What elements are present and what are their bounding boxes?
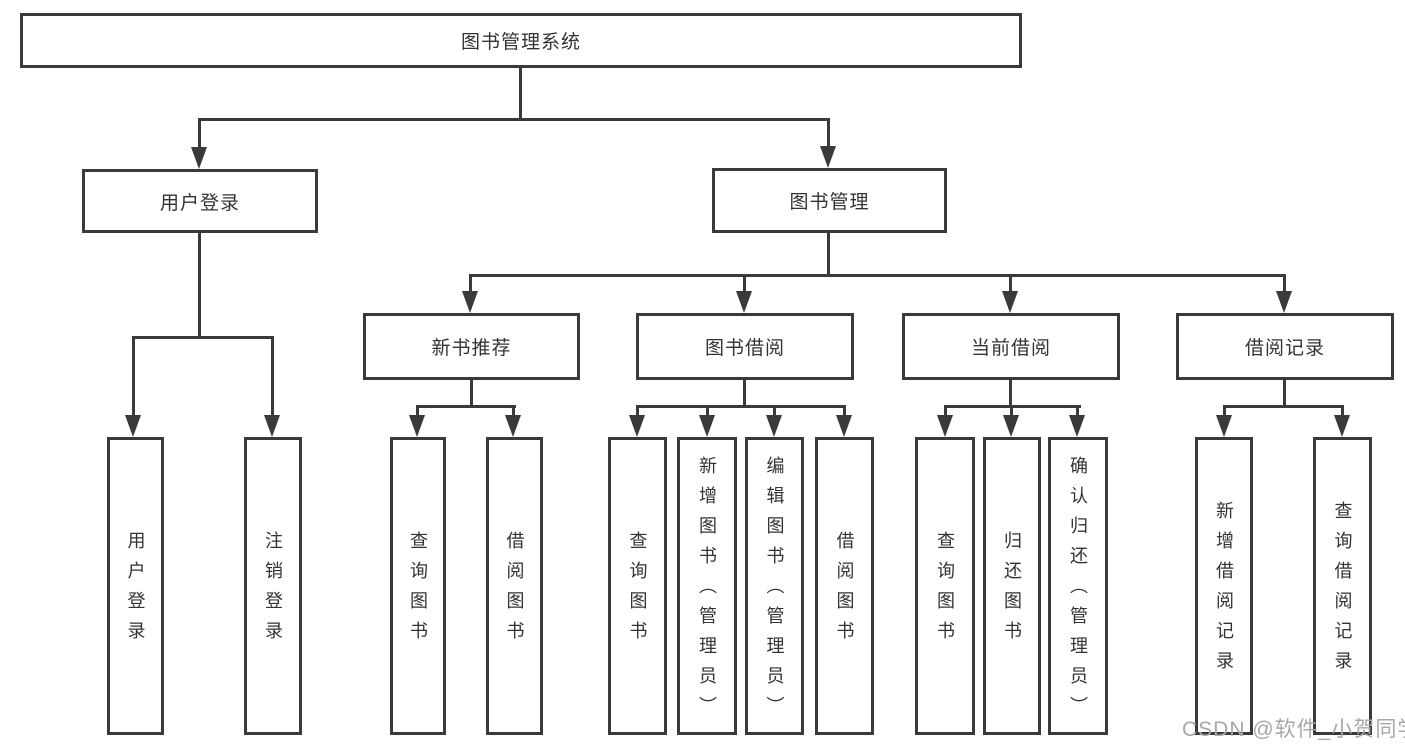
arrowhead-down-icon: [505, 415, 521, 437]
leaf-return-books: 归还图书: [983, 437, 1041, 735]
connector-bookmgmt-down: [827, 231, 830, 277]
connector-borrowrecord-hline: [1223, 405, 1344, 408]
connector-level1-hline: [199, 118, 830, 121]
connector-leaf-stem: [512, 405, 515, 417]
arrowhead-down-icon: [462, 291, 478, 313]
arrowhead-down-icon: [1002, 291, 1018, 313]
leaf-borrow-books: 借阅图书: [815, 437, 874, 735]
leaf-confirm-return-admin: 确认归还（管理员）: [1048, 437, 1108, 735]
node-current-borrow: 当前借阅: [902, 313, 1120, 380]
connector-ulogout-stem: [271, 336, 274, 417]
connector-ulogin-stem: [132, 336, 135, 417]
connector-leaf-stem: [944, 405, 947, 417]
arrowhead-down-icon: [1216, 415, 1232, 437]
node-new-book-recommend: 新书推荐: [363, 313, 580, 380]
leaf-add-books-admin: 新增图书（管理员）: [677, 437, 737, 735]
leaf-recommend-borrow-books: 借阅图书: [486, 437, 543, 735]
leaf-current-query-books: 查询图书: [915, 437, 975, 735]
arrowhead-down-icon: [264, 415, 280, 437]
arrowhead-down-icon: [1334, 415, 1350, 437]
connector-newbookrec-hline: [416, 405, 516, 408]
arrowhead-down-icon: [699, 415, 715, 437]
connector-leaf-stem: [706, 405, 709, 417]
leaf-user-login: 用户登录: [107, 437, 164, 735]
leaf-edit-books-admin: 编辑图书（管理员）: [745, 437, 804, 735]
connector-leaf-stem: [843, 405, 846, 417]
node-book-management: 图书管理: [712, 168, 947, 233]
connector-borrowrecord-down: [1283, 378, 1286, 407]
connector-newbookrec-down: [470, 378, 473, 407]
arrowhead-down-icon: [766, 415, 782, 437]
csdn-watermark: CSDN @软件_小贺同学: [1182, 718, 1405, 741]
arrowhead-down-icon: [1003, 415, 1019, 437]
arrowhead-down-icon: [820, 146, 836, 168]
connector-userlogin-hline: [133, 336, 274, 339]
connector-leaf-stem: [1341, 405, 1344, 417]
connector-bookborrow-stem: [743, 274, 746, 293]
arrowhead-down-icon: [736, 291, 752, 313]
arrowhead-down-icon: [836, 415, 852, 437]
leaf-borrow-query-books: 查询图书: [608, 437, 667, 735]
connector-leaf-stem: [773, 405, 776, 417]
connector-root-stem: [519, 66, 522, 120]
arrowhead-down-icon: [191, 147, 207, 169]
node-root: 图书管理系统: [20, 13, 1022, 68]
leaf-recommend-query-books: 查询图书: [390, 437, 446, 735]
connector-bookborrow-down: [743, 378, 746, 407]
node-book-borrow: 图书借阅: [636, 313, 854, 380]
arrowhead-down-icon: [937, 415, 953, 437]
connector-leaf-stem: [1076, 405, 1079, 417]
node-borrow-record: 借阅记录: [1176, 313, 1394, 380]
connector-bookborrow-hline: [636, 405, 846, 408]
connector-userlogin-down: [198, 231, 201, 338]
arrowhead-down-icon: [409, 415, 425, 437]
arrowhead-down-icon: [1276, 291, 1292, 313]
connector-userlogin-stem: [198, 118, 201, 149]
connector-currentborrow-down: [1009, 378, 1012, 407]
leaf-query-borrow-record: 查询借阅记录: [1313, 437, 1372, 735]
arrowhead-down-icon: [1069, 415, 1085, 437]
connector-level3-hline: [469, 274, 1286, 277]
connector-newbookrec-stem: [469, 274, 472, 293]
connector-bookmgmt-stem: [827, 118, 830, 148]
leaf-logout: 注销登录: [244, 437, 302, 735]
connector-leaf-stem: [636, 405, 639, 417]
connector-leaf-stem: [416, 405, 419, 417]
arrowhead-down-icon: [629, 415, 645, 437]
leaf-add-borrow-record: 新增借阅记录: [1195, 437, 1253, 735]
connector-borrowrecord-stem: [1283, 274, 1286, 293]
connector-leaf-stem: [1010, 405, 1013, 417]
node-user-login: 用户登录: [82, 169, 318, 233]
arrowhead-down-icon: [125, 415, 141, 437]
connector-currentborrow-stem: [1009, 274, 1012, 293]
connector-leaf-stem: [1223, 405, 1226, 417]
